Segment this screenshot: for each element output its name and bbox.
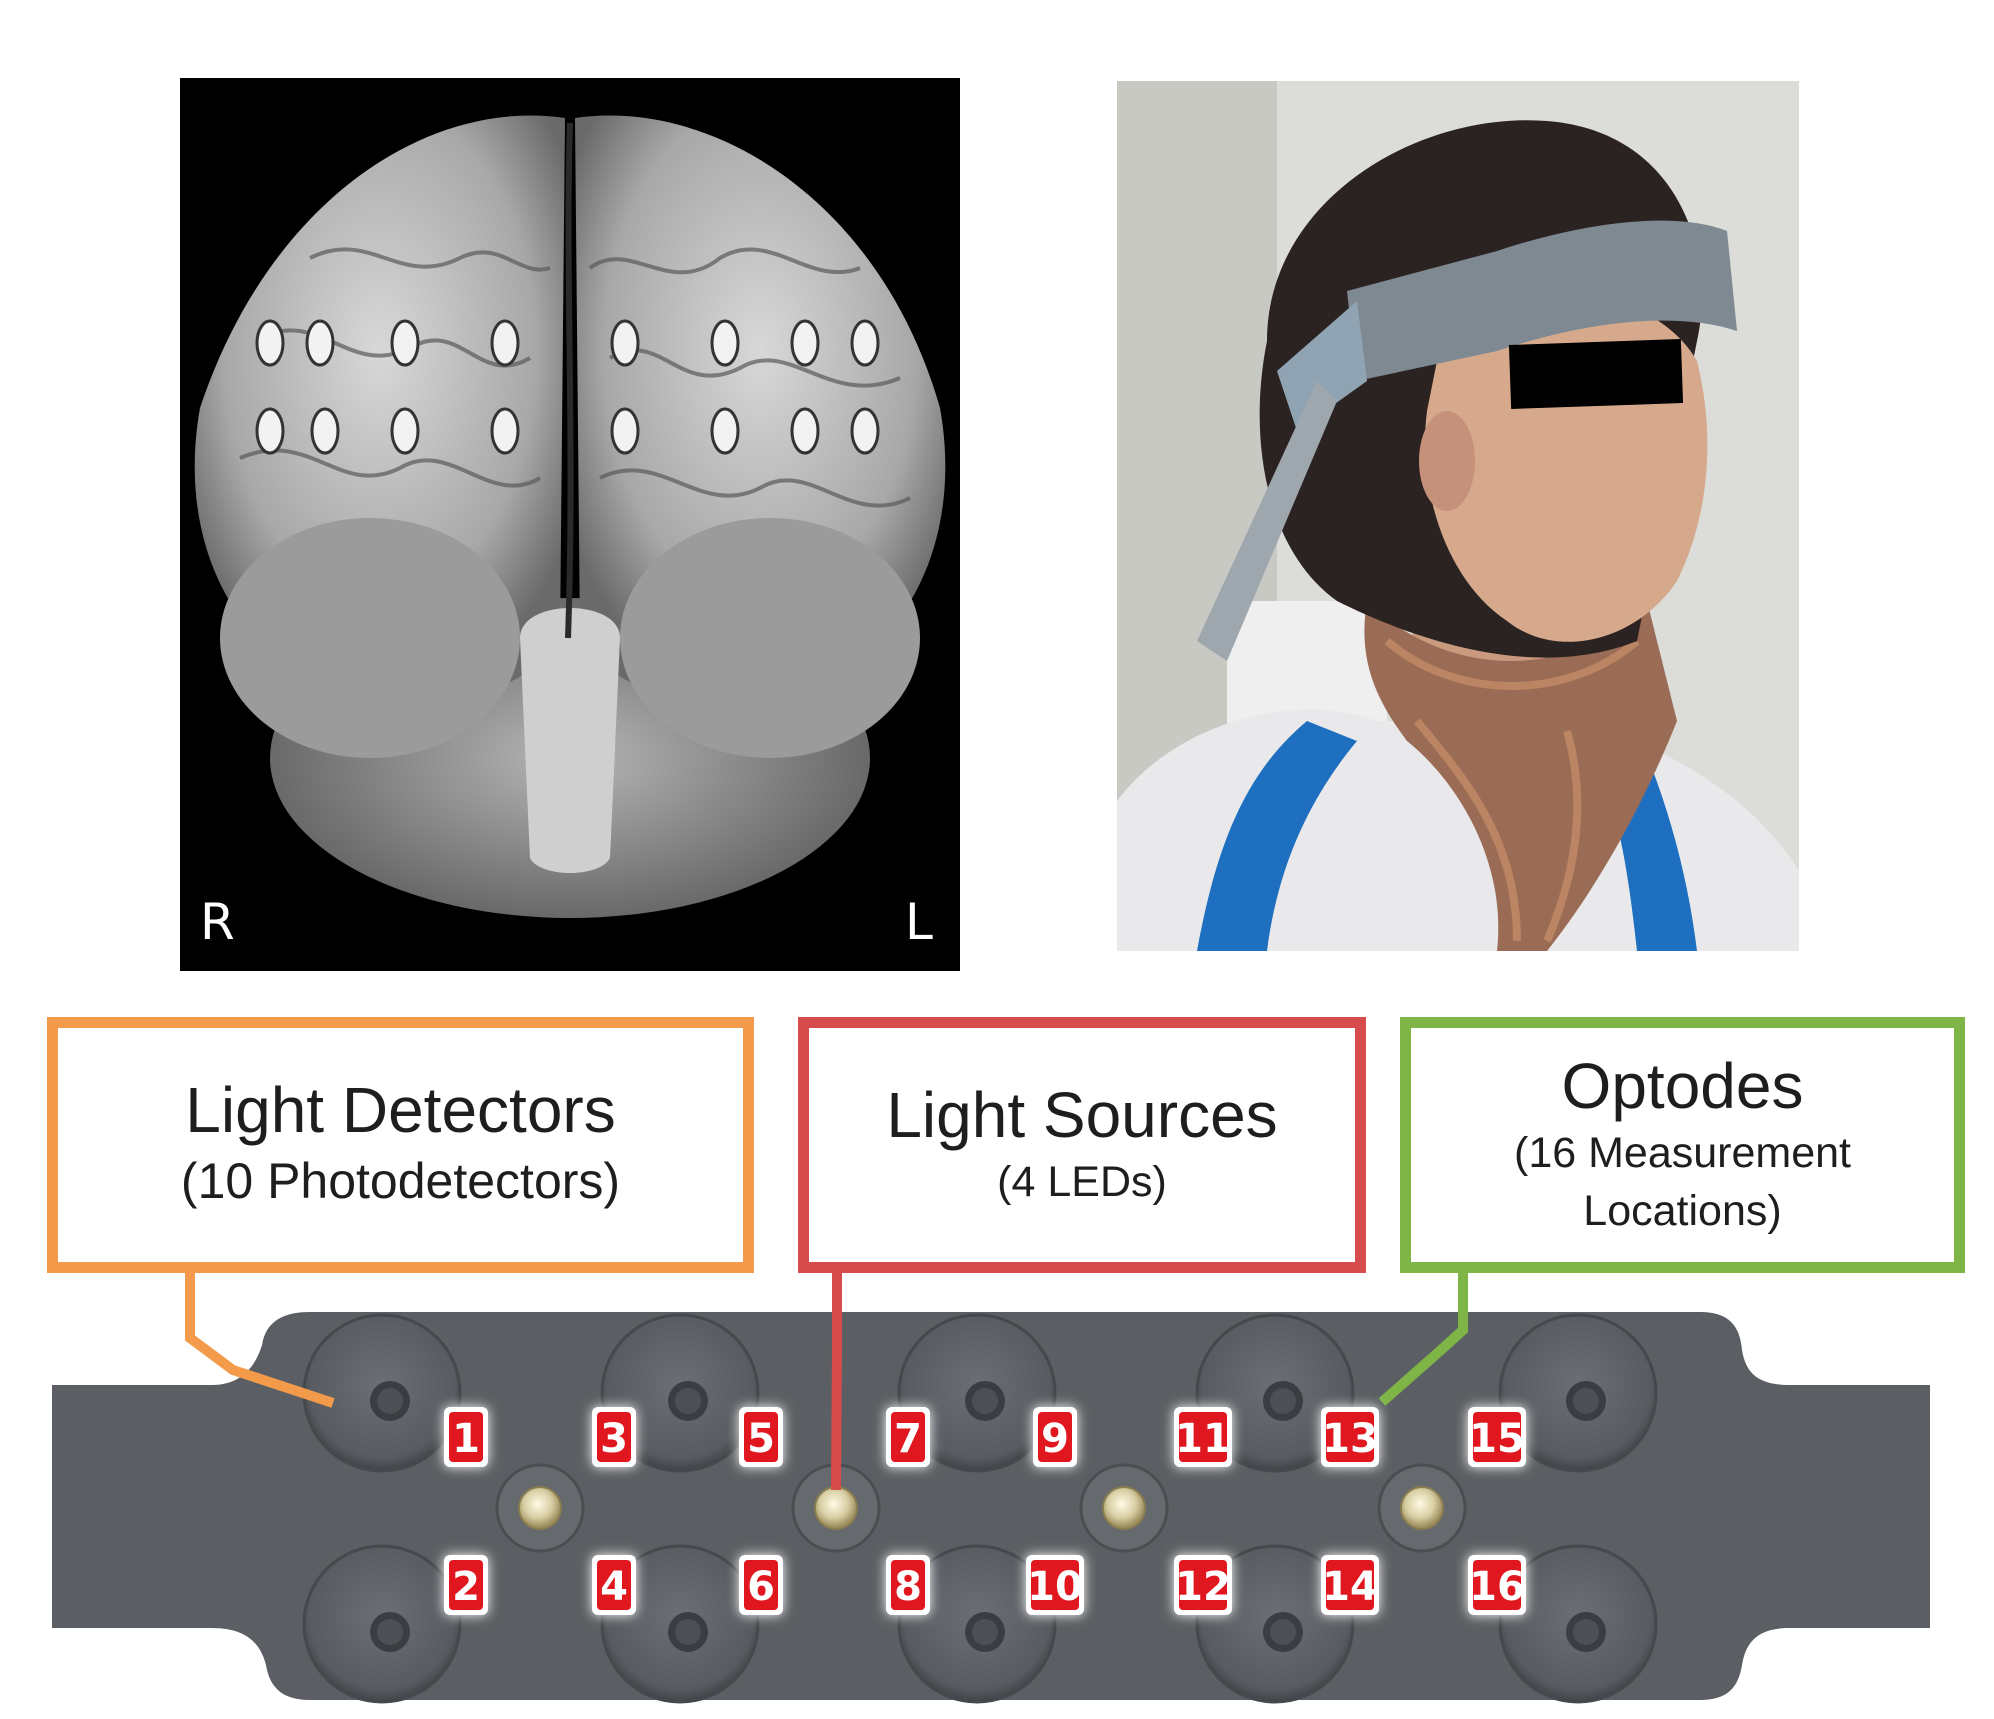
measurement-location-badge: 16 (1468, 1555, 1526, 1615)
light-detectors-subtitle: (10 Photodetectors) (180, 1153, 621, 1210)
measurement-location-badge: 3 (592, 1407, 636, 1467)
measurement-location-number: 14 (1322, 1564, 1378, 1610)
measurement-location-number: 3 (600, 1416, 628, 1462)
photodetector-pad (1195, 1313, 1355, 1473)
optodes-connector-line (1378, 1273, 1468, 1406)
brain-left-marker: L (905, 893, 933, 951)
measurement-location-badge: 7 (886, 1407, 930, 1467)
photodetector-pad (600, 1544, 760, 1704)
photodetector-pad (302, 1313, 462, 1473)
photodetector-pad (302, 1544, 462, 1704)
optodes-title: Optodes (1561, 1050, 1804, 1123)
measurement-location-number: 6 (747, 1564, 775, 1610)
measurement-location-badge: 1 (444, 1407, 488, 1467)
measurement-location-badge: 11 (1174, 1407, 1232, 1467)
photodetector-pad (897, 1544, 1057, 1704)
photodetector-pad (1498, 1313, 1658, 1473)
brain-right-marker: R (200, 893, 235, 951)
light-sources-label-box: Light Sources (4 LEDs) (798, 1017, 1366, 1273)
photodetector-pad (600, 1313, 760, 1473)
led-light-source (495, 1463, 585, 1553)
light-detectors-label-box: Light Detectors (10 Photodetectors) (47, 1017, 754, 1273)
measurement-location-number: 15 (1469, 1416, 1525, 1462)
measurement-location-number: 4 (600, 1564, 628, 1610)
measurement-location-number: 16 (1469, 1564, 1525, 1610)
led-light-source (1377, 1463, 1467, 1553)
photodetector-pad (1498, 1544, 1658, 1704)
measurement-location-badge: 8 (886, 1555, 930, 1615)
optodes-subtitle-line1: (16 Measurement (1514, 1128, 1851, 1177)
brain-illustration (194, 115, 946, 918)
measurement-location-badge: 5 (739, 1407, 783, 1467)
measurement-location-number: 12 (1175, 1564, 1231, 1610)
measurement-location-number: 9 (1041, 1416, 1069, 1462)
subject-photo-panel (1117, 81, 1799, 951)
measurement-location-number: 5 (747, 1416, 775, 1462)
light-sources-subtitle: (4 LEDs) (997, 1157, 1167, 1206)
measurement-location-number: 2 (452, 1564, 480, 1610)
measurement-location-number: 10 (1027, 1564, 1083, 1610)
measurement-location-number: 1 (452, 1416, 480, 1462)
measurement-location-badge: 12 (1174, 1555, 1232, 1615)
subject-photo-illustration (1117, 81, 1799, 951)
photodetector-pad (897, 1313, 1057, 1473)
measurement-location-number: 13 (1322, 1416, 1378, 1462)
photodetector-pad (1195, 1544, 1355, 1704)
measurement-location-badge: 2 (444, 1555, 488, 1615)
measurement-location-number: 7 (894, 1416, 922, 1462)
measurement-location-badge: 14 (1321, 1555, 1379, 1615)
measurement-location-badge: 13 (1321, 1407, 1379, 1467)
detectors-connector-line (185, 1273, 335, 1408)
brain-image-panel: R L (180, 78, 960, 971)
light-sources-title: Light Sources (886, 1079, 1278, 1152)
measurement-location-number: 8 (894, 1564, 922, 1610)
headband-body (52, 1312, 1930, 1700)
measurement-location-number: 11 (1175, 1416, 1231, 1462)
light-detectors-title: Light Detectors (185, 1074, 616, 1147)
measurement-location-badge: 6 (739, 1555, 783, 1615)
led-light-source (1079, 1463, 1169, 1553)
measurement-location-badge: 4 (592, 1555, 636, 1615)
optodes-label-box: Optodes (16 Measurement Locations) (1400, 1017, 1965, 1273)
measurement-location-badge: 9 (1033, 1407, 1077, 1467)
measurement-location-badge: 15 (1468, 1407, 1526, 1467)
optodes-subtitle-line2: Locations) (1583, 1186, 1782, 1235)
sources-connector-line (831, 1273, 842, 1491)
measurement-location-badge: 10 (1026, 1555, 1084, 1615)
